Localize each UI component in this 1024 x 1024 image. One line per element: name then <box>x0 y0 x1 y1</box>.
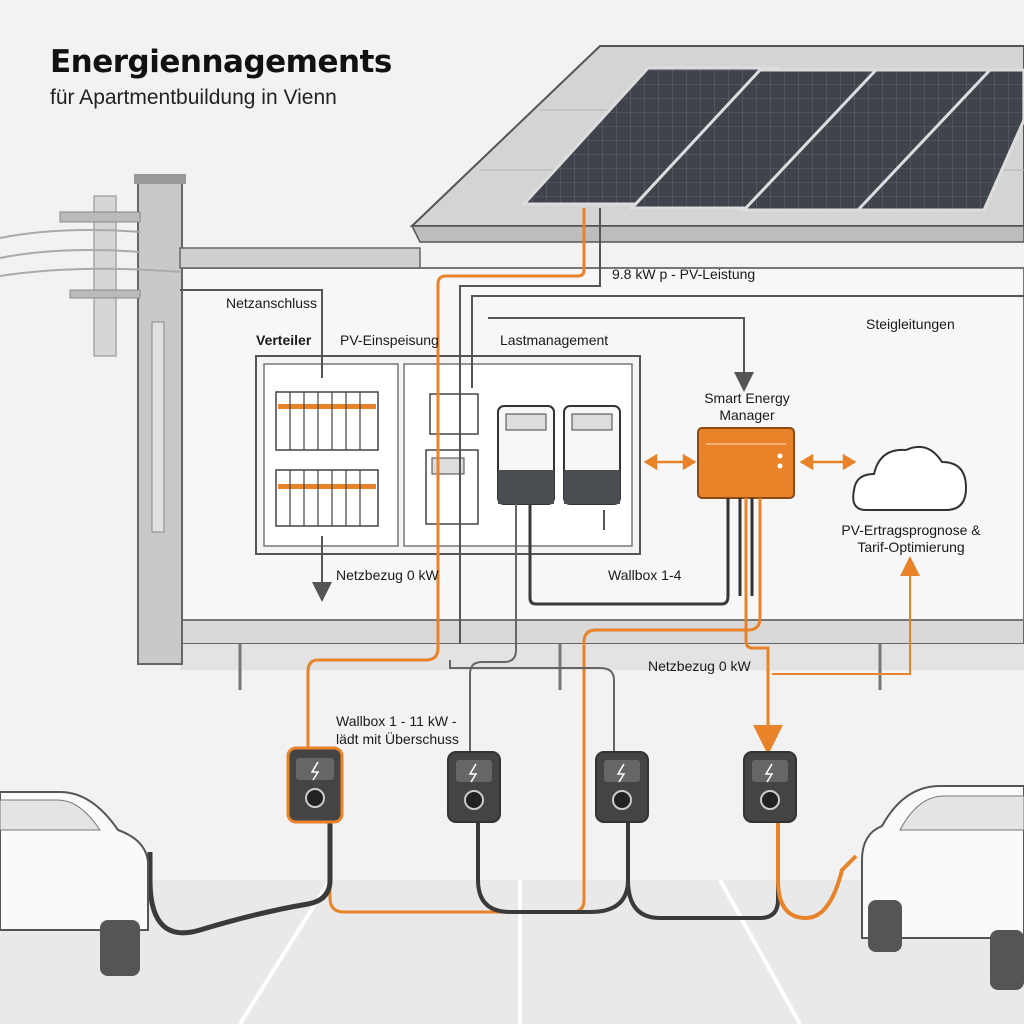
forecast-label: PV-Ertragsprognose & Tarif-Optimierung <box>841 522 981 555</box>
pv-feed-in-label: PV-Einspeisung <box>340 332 439 348</box>
grid-draw-garage-label: Netzbezug 0 kW <box>648 658 751 674</box>
wallbox-unit <box>595 751 649 823</box>
utility-pole <box>0 195 181 533</box>
wallbox-unit <box>286 746 344 824</box>
pv-power-label: 9.8 kW p - PV-Leistung <box>612 266 756 282</box>
distributor-label: Verteiler <box>256 332 312 348</box>
page-subtitle: für Apartmentbuildung in Vienn <box>50 86 337 109</box>
double-arrow-icon <box>643 453 857 471</box>
electric-car-left <box>0 791 149 976</box>
wallbox-unit <box>743 751 797 823</box>
cable-routing <box>147 208 1024 936</box>
wallbox-group-label: Wallbox 1-4 <box>608 567 682 583</box>
electric-car-right <box>861 785 1024 990</box>
risers-label: Steigleitungen <box>866 316 955 332</box>
load-management-label: Lastmanagement <box>500 332 609 348</box>
grid-connection-label: Netzanschluss <box>226 295 318 311</box>
page-title: Energiennagements <box>50 44 392 80</box>
garage-ceiling <box>179 619 1024 690</box>
wallbox-unit <box>447 751 501 823</box>
grid-draw-top-label: Netzbezug 0 kW <box>336 567 439 583</box>
cloud-icon <box>852 446 968 511</box>
smart-energy-manager-label: Smart Energy Manager <box>704 390 790 423</box>
solar-panel-array <box>520 66 1024 212</box>
distribution-cabinet <box>255 355 641 555</box>
garage-floor <box>0 878 1024 1024</box>
wallbox-1-label: Wallbox 1 - 11 kW - lädt mit Überschuss <box>336 713 459 747</box>
